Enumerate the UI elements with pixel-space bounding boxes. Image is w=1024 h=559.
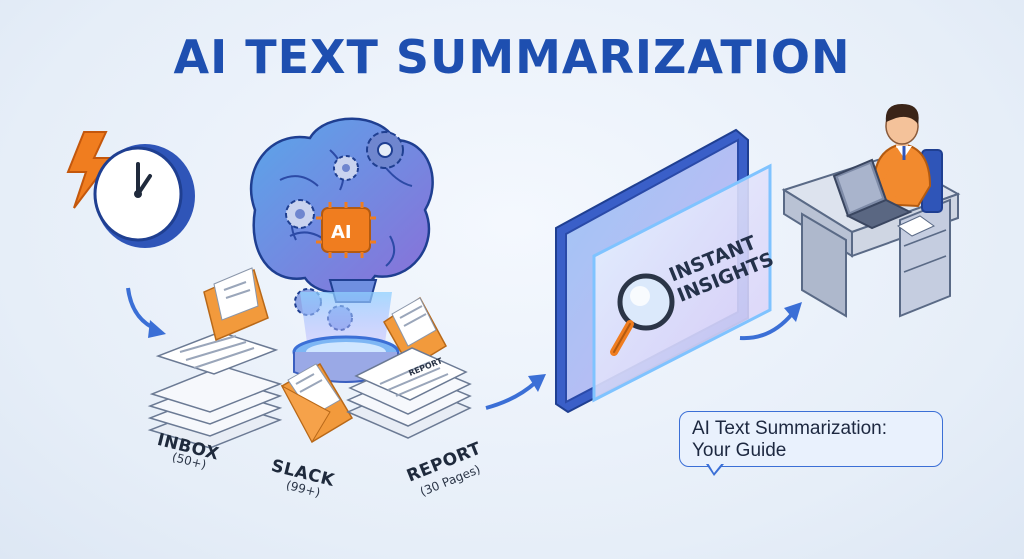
insight-panel: [592, 163, 772, 403]
arrow-icon: [739, 302, 802, 341]
bubble-line-2: Your Guide: [692, 440, 787, 461]
envelope-icon: [383, 296, 447, 370]
clock-icon: [93, 144, 195, 248]
envelope-icon: [203, 267, 269, 342]
guide-speech-bubble: AI Text Summarization: Your Guide: [679, 411, 943, 467]
arrow-icon: [126, 287, 166, 338]
page-title: AI TEXT SUMMARIZATION: [173, 30, 851, 84]
bubble-tail-inner: [708, 463, 722, 473]
laptop-icon: [832, 158, 913, 230]
person-icon: [862, 104, 943, 213]
ai-chip-label: AI: [331, 222, 352, 243]
magnifier-icon: [610, 273, 675, 356]
document-stack-icon: [147, 331, 283, 449]
bubble-line-1: AI Text Summarization:: [692, 418, 888, 439]
envelope-icon: [280, 362, 354, 444]
document-stack-icon: REPORT: [346, 347, 472, 439]
arrow-icon: [485, 374, 546, 410]
ai-chip-icon: [316, 202, 376, 258]
lightning-icon: [66, 131, 115, 209]
